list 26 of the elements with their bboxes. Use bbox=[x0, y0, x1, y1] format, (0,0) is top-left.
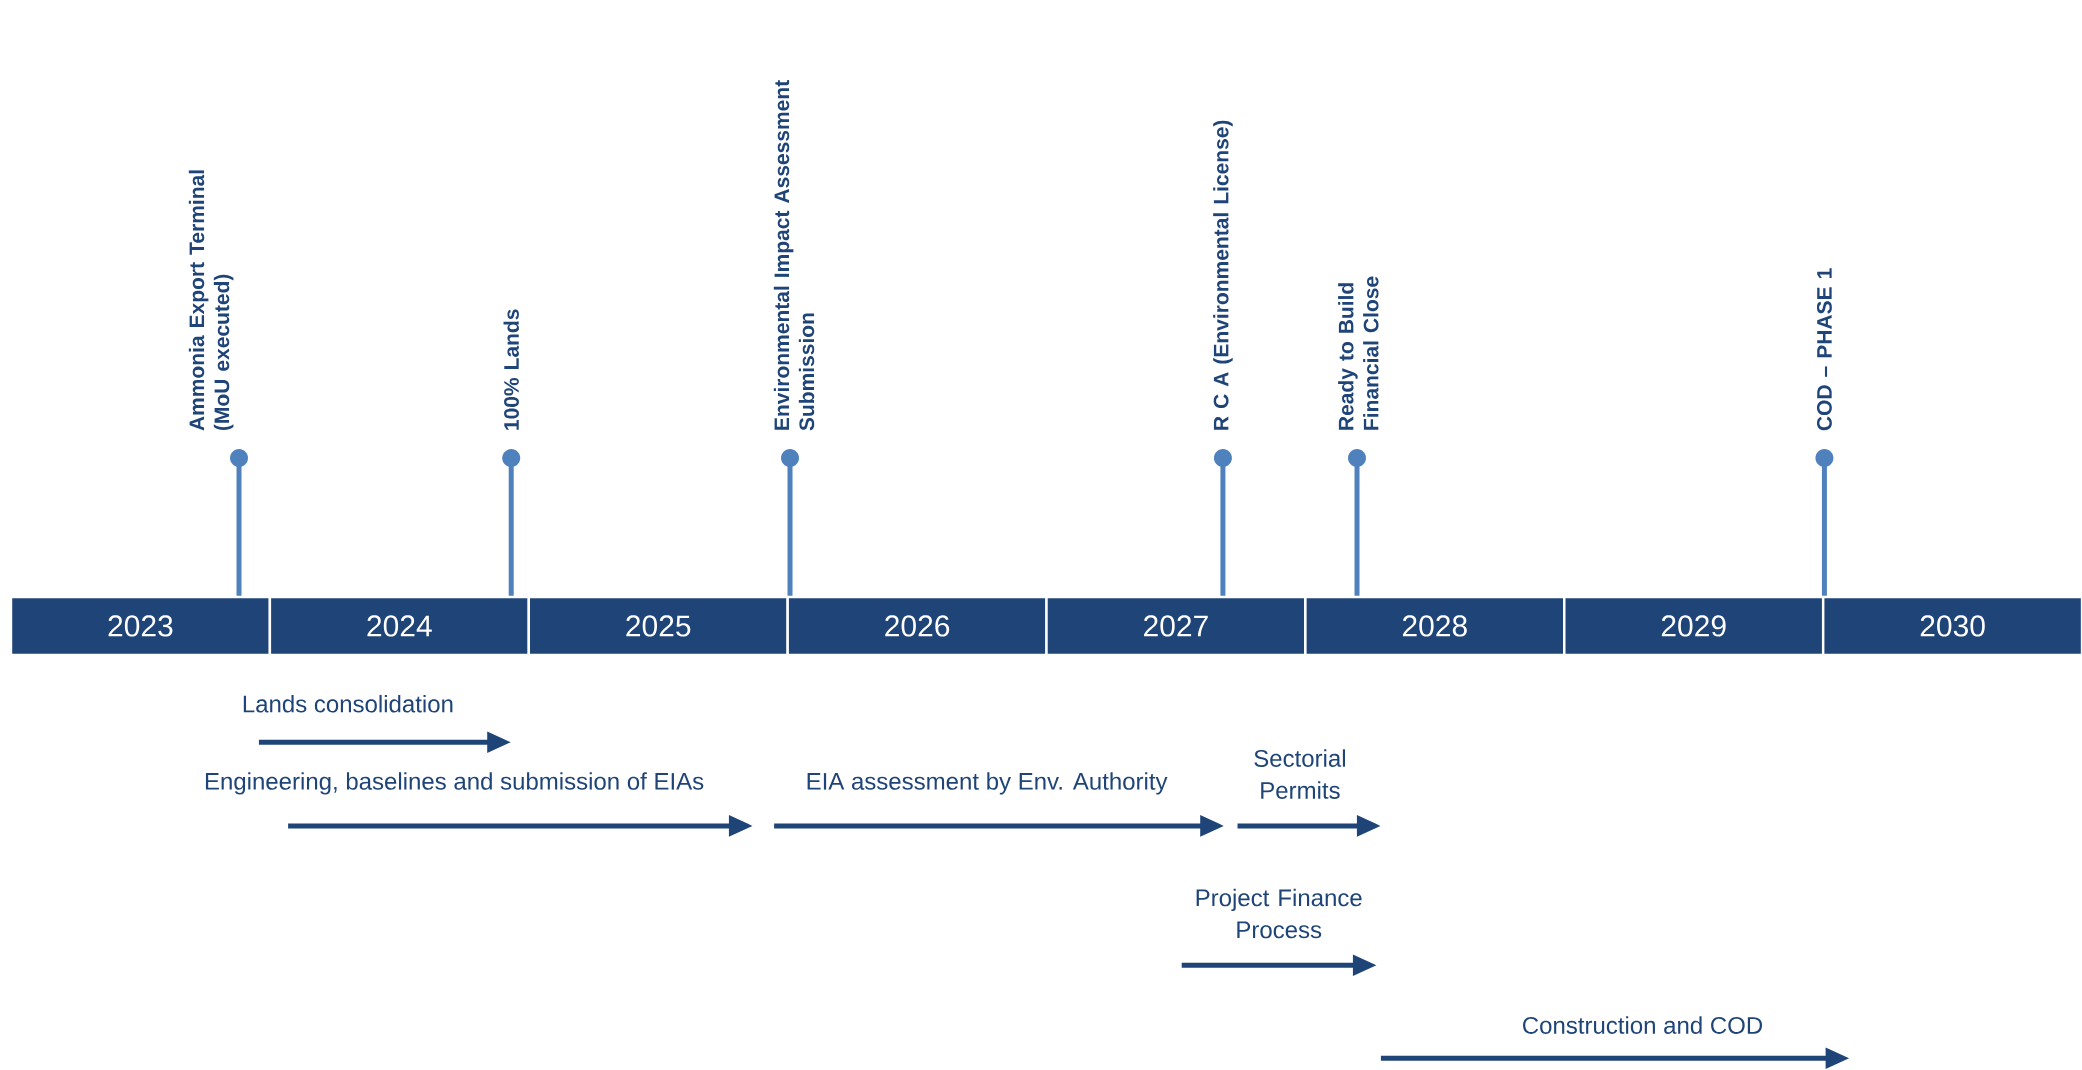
milestone-label: R C A (Environmental License) bbox=[1213, 120, 1233, 430]
milestone-label: Ready to Build Financial Close bbox=[1338, 276, 1379, 430]
year-cell: 2024 bbox=[268, 595, 530, 657]
milestone-label: COD – PHASE 1 bbox=[1817, 268, 1832, 431]
milestone-pin bbox=[1815, 449, 1834, 596]
year-cell: 2028 bbox=[1304, 595, 1566, 657]
milestone-label: 100% Lands bbox=[503, 309, 519, 430]
milestone-pin bbox=[502, 449, 521, 596]
year-cell: 2030 bbox=[1822, 595, 2082, 657]
milestone-pin bbox=[230, 449, 248, 596]
year-cell: 2023 bbox=[9, 595, 271, 657]
phase-label: Project Finance Process bbox=[1196, 888, 1362, 939]
milestone-label: Environmental Impact Assessment Submission bbox=[773, 80, 815, 431]
milestone-pin bbox=[781, 449, 799, 596]
year-cell: 2025 bbox=[527, 595, 789, 657]
milestone-pin bbox=[1348, 449, 1366, 596]
milestone-pin bbox=[1213, 449, 1232, 596]
phase-label: Lands consolidation bbox=[243, 694, 453, 713]
phase-label: EIA assessment by Env. Authority bbox=[807, 772, 1168, 795]
year-cell: 2029 bbox=[1563, 595, 1825, 657]
phase-label: Construction and COD bbox=[1523, 1016, 1763, 1034]
year-cell: 2026 bbox=[786, 595, 1048, 657]
phase-label: Sectorial Permits bbox=[1254, 749, 1345, 799]
year-cell: 2027 bbox=[1045, 595, 1307, 657]
phase-label: Engineering, baselines and submission of EIAs bbox=[205, 772, 704, 795]
milestone-label: Ammonia Export Terminal (MoU executed) bbox=[188, 170, 234, 431]
